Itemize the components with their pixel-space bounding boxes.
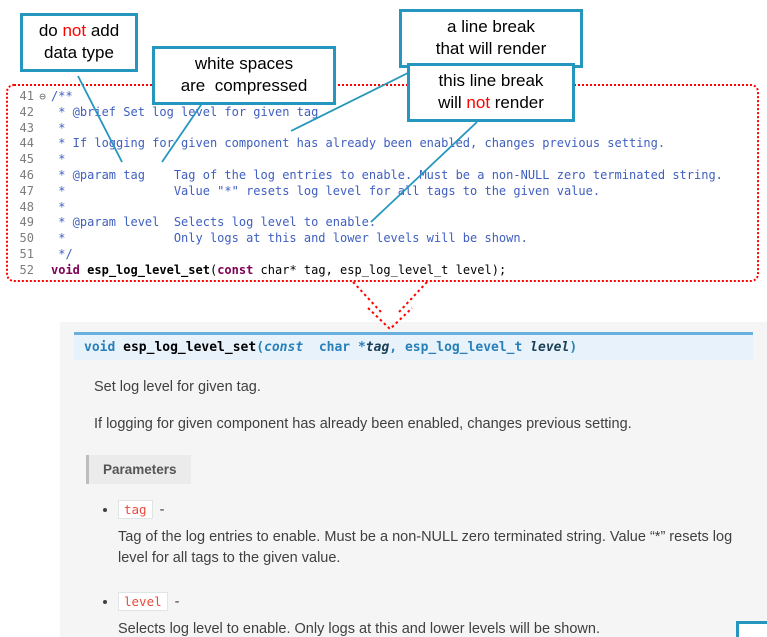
parameters-list: tag- Tag of the log entries to enable. M… — [118, 499, 767, 637]
param-type: char * — [311, 340, 366, 355]
const-keyword: const — [264, 340, 311, 355]
sig-punct: , — [389, 340, 405, 355]
fold-marker-icon — [34, 121, 51, 137]
const-keyword: const — [217, 262, 254, 277]
sig-punct: ( — [256, 340, 265, 355]
param-code-chip: tag — [118, 499, 153, 519]
parameter-item-level: level- Selects log level to enable. Only… — [118, 592, 767, 637]
code-text: * @param tag Tag of the log entries to e… — [51, 167, 723, 182]
code-line: 51 */ — [10, 247, 723, 263]
callout-no-data-type: do not add data type — [20, 13, 138, 72]
code-line: 46 * @param tag Tag of the log entries t… — [10, 168, 723, 184]
fold-marker-icon — [34, 105, 51, 121]
param-name-level: level — [530, 340, 570, 355]
line-number: 42 — [19, 104, 34, 119]
callout-line-break-renders: a line break that will render — [399, 9, 583, 68]
fold-marker-icon — [34, 136, 51, 152]
code-line: 47 * Value "*" resets log level for all … — [10, 184, 723, 200]
rendered-docs-panel: void esp_log_level_set(const char *tag, … — [60, 322, 767, 637]
param-name-tag: tag — [365, 340, 390, 355]
callout-line-break-not-render: this line break will not render — [407, 63, 575, 122]
detailed-description: If logging for given component has alrea… — [94, 416, 632, 433]
fold-marker-icon — [34, 184, 51, 200]
code-line: 48 * — [10, 200, 723, 216]
code-line: 45 * — [10, 152, 723, 168]
code-text: * @param level Selects log level to enab… — [51, 215, 377, 230]
callout-text: that will render — [435, 39, 547, 59]
fold-marker-icon — [34, 168, 51, 184]
function-name: esp_log_level_set — [123, 340, 257, 355]
line-number: 44 — [19, 136, 34, 151]
line-number: 47 — [19, 183, 34, 198]
callout-text: a line break — [447, 17, 535, 36]
line-number: 50 — [19, 231, 34, 246]
code-line: 44 * If logging for given component has … — [10, 136, 723, 152]
fold-marker-icon[interactable]: ⊖ — [39, 90, 46, 103]
line-number: 43 — [19, 120, 34, 135]
callout-text: do not add — [31, 20, 127, 42]
fold-marker-icon — [34, 247, 51, 263]
sig-punct: ) — [569, 340, 578, 355]
code-line: 50 * Only logs at this and lower levels … — [10, 231, 723, 247]
code-text: */ — [51, 246, 73, 261]
fold-marker-icon — [34, 200, 51, 216]
emphasis-not: not — [62, 21, 87, 40]
code-line-function-declaration: 52 void esp_log_level_set(const char* tag… — [10, 263, 723, 279]
parameter-item-tag: tag- Tag of the log entries to enable. M… — [118, 499, 767, 571]
partial-callout-box — [736, 621, 767, 637]
fold-marker-icon — [34, 215, 51, 231]
line-number: 48 — [19, 199, 34, 214]
param-description: Selects log level to enable. Only logs a… — [118, 621, 600, 637]
code-line: 43 * — [10, 121, 723, 137]
fold-marker-icon — [34, 263, 51, 279]
fold-marker-icon — [34, 231, 51, 247]
emphasis-not: not — [466, 93, 491, 113]
callout-text: white spaces — [194, 54, 294, 73]
param-separator: - — [159, 501, 165, 518]
function-name: esp_log_level_set — [87, 262, 210, 277]
parameters-header: Parameters — [86, 454, 191, 484]
callout-whitespace-compressed: white spaces are compressed — [152, 46, 336, 105]
line-number: 45 — [19, 152, 34, 167]
line-number: 46 — [19, 167, 34, 182]
code-line: 41 ⊖ /** — [10, 89, 723, 105]
param-code-chip: level — [118, 592, 168, 612]
function-signature: void esp_log_level_set(const char *tag, … — [74, 332, 753, 360]
code-text: ( — [209, 262, 218, 277]
callout-text: add — [86, 21, 120, 40]
dotted-arrow-left-edge — [352, 281, 382, 313]
code-text: * — [51, 199, 66, 214]
line-number: 51 — [19, 246, 34, 261]
code-text: void esp_log_level_set(const char* tag, … — [51, 263, 506, 279]
code-text: * @brief Set log level for given tag — [51, 104, 319, 119]
brief-description: Set log level for given tag. — [94, 379, 261, 395]
code-text: * — [51, 120, 66, 135]
code-text: * If logging for given component has alr… — [51, 136, 666, 151]
code-text: * Value "*" resets log level for all tag… — [51, 183, 601, 198]
line-number: 49 — [19, 215, 34, 230]
param-separator: - — [174, 594, 180, 611]
code-text: char* tag, esp_log_level_t level); — [253, 262, 507, 277]
line-number: 52 — [19, 262, 34, 277]
fold-marker-icon — [34, 152, 51, 168]
callout-text: will — [438, 93, 467, 113]
code-text: * Only logs at this and lower levels wil… — [51, 231, 528, 246]
callout-text: are compressed — [180, 76, 308, 96]
code-text: /** — [51, 89, 73, 103]
dotted-arrow-right-edge — [398, 281, 428, 313]
code-editor: 41 ⊖ /** 42 * @brief Set log level for giv… — [10, 89, 723, 279]
callout-text: this line break — [438, 71, 544, 90]
callout-text: data type — [44, 43, 114, 63]
line-number: 41 — [19, 89, 34, 103]
code-line: 49 * @param level Selects log level to e… — [10, 215, 723, 231]
callout-text: will not render — [418, 92, 564, 114]
callout-text: render — [490, 93, 544, 113]
return-type: void — [84, 340, 124, 355]
code-line: 42 * @brief Set log level for given tag — [10, 105, 723, 121]
callout-text: do — [38, 21, 63, 40]
param-type: esp_log_level_t — [404, 340, 531, 355]
param-description: Tag of the log entries to enable. Must b… — [118, 528, 733, 567]
void-keyword: void — [51, 262, 80, 277]
code-text: * — [51, 152, 66, 167]
